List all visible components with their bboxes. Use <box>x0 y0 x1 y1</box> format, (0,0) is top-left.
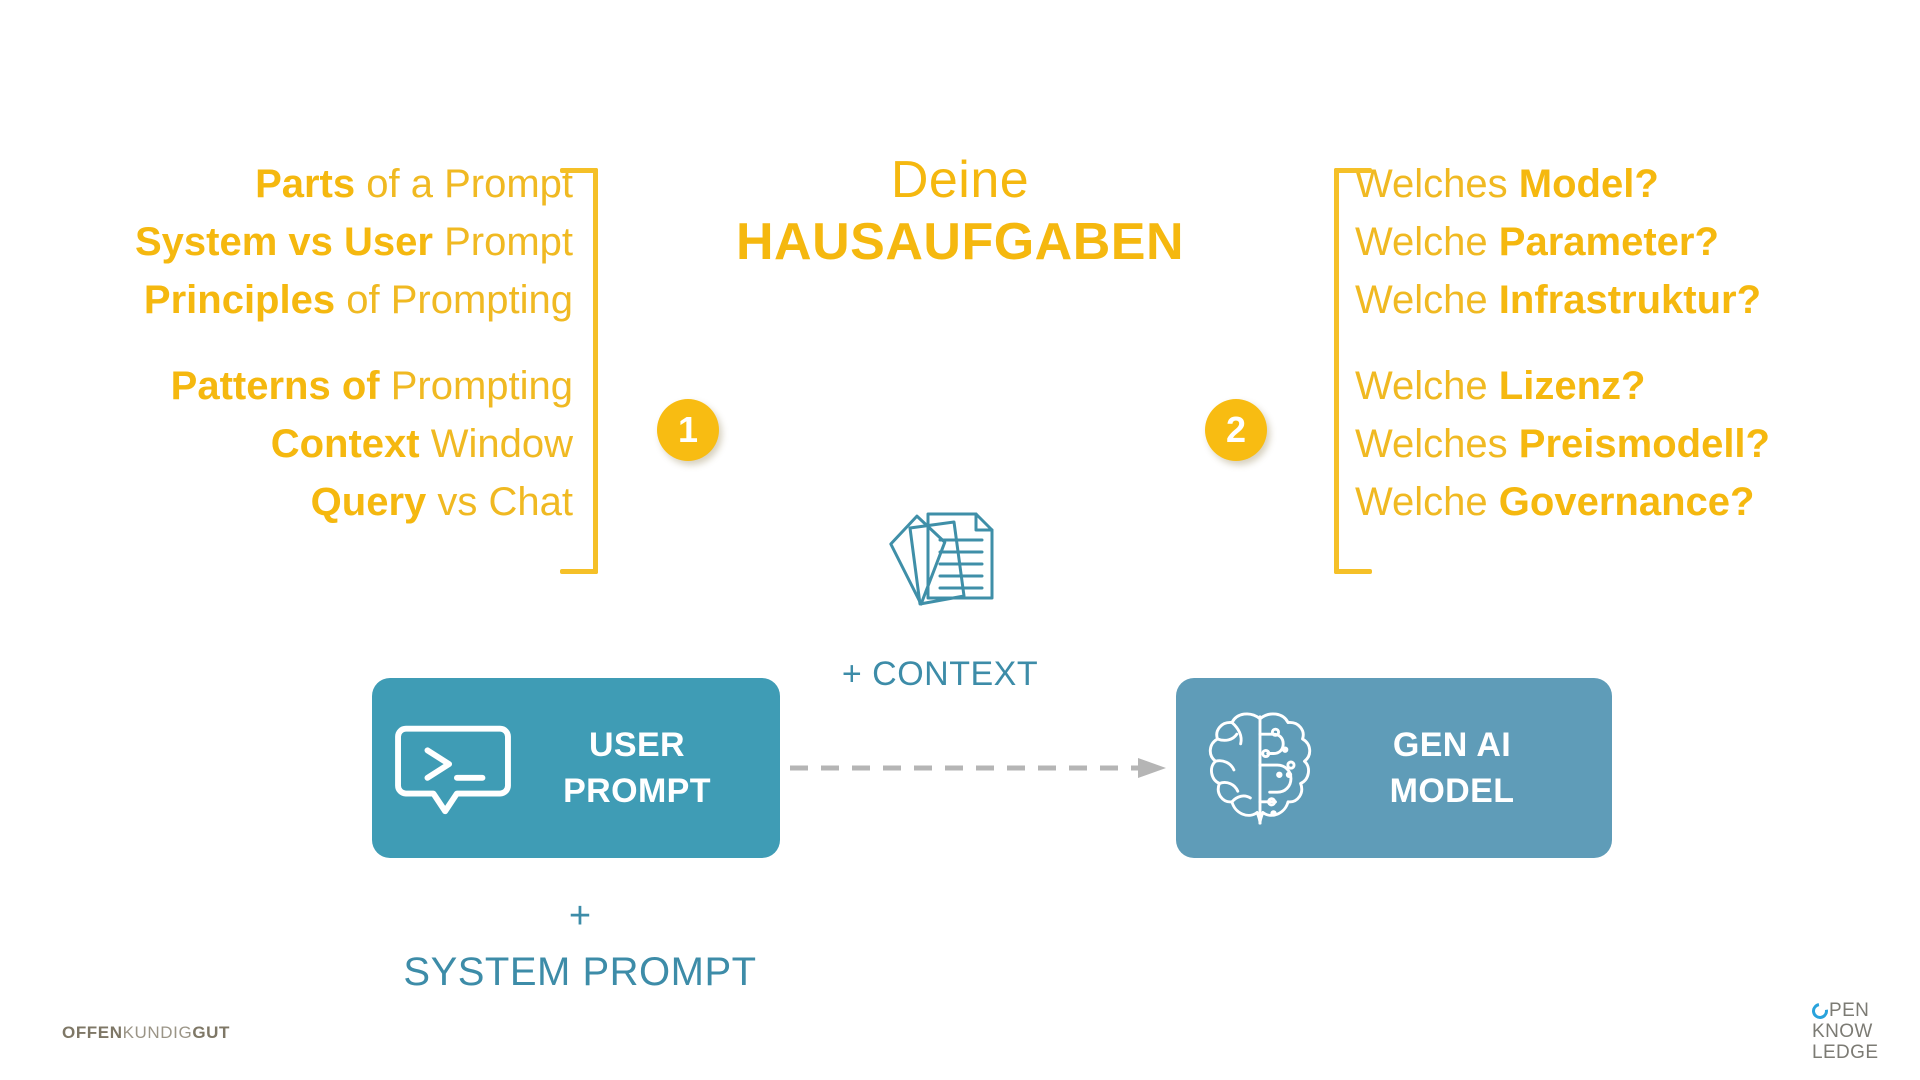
item-rest-part: of a Prompt <box>355 162 573 206</box>
item-bold-part: Parts <box>255 162 356 206</box>
list-item: Welche Infrastruktur? <box>1355 271 1915 329</box>
list-item: Query vs Chat <box>0 473 573 531</box>
logo-text-pen: PEN <box>1829 1000 1870 1021</box>
openknowledge-logo: PEN KNOW LEDGE <box>1808 999 1908 1063</box>
item-bold-part: Context <box>270 422 420 466</box>
item-rest-part: Prompting <box>379 364 573 408</box>
plus-sign: + <box>568 895 592 937</box>
logo-part-kundig: KUNDIG <box>122 1023 193 1042</box>
item-bold-part: Query <box>310 480 427 524</box>
bracket-arm-top <box>560 168 598 173</box>
item-rest-part: Prompt <box>432 220 573 264</box>
list-gap <box>0 329 573 357</box>
item-rest-part: vs Chat <box>426 480 573 524</box>
logo-row-open: PEN <box>1808 999 1908 1022</box>
item-bold-part: Infrastruktur? <box>1498 278 1762 322</box>
bracket-arm-bottom <box>1334 569 1372 574</box>
list-item: Patterns of Prompting <box>0 357 573 415</box>
list-gap <box>1355 329 1915 357</box>
dashed-arrow-right-icon <box>790 757 1170 779</box>
list-item: System vs User Prompt <box>0 213 573 271</box>
step-badge-1: 1 <box>657 399 719 461</box>
bracket-arm-top <box>1334 168 1372 173</box>
right-group-bracket <box>1334 168 1376 574</box>
step-badge-2: 2 <box>1205 399 1267 461</box>
page-title-line2: HAUSAUFGABEN <box>736 213 1184 271</box>
item-bold-part: Principles <box>143 278 336 322</box>
offenkundiggut-logo: OFFENKUNDIGGUT <box>62 1023 230 1043</box>
gen-ai-model-label-line1: GEN AI <box>1392 726 1512 764</box>
list-item: Welche Lizenz? <box>1355 357 1915 415</box>
logo-part-gut: GUT <box>192 1023 231 1042</box>
item-rest-part: Welche <box>1355 480 1499 524</box>
item-rest-part: Welches <box>1355 422 1519 466</box>
terminal-prompt-icon <box>394 715 512 821</box>
item-rest-part: Welche <box>1355 364 1499 408</box>
logo-part-offen: OFFEN <box>62 1023 123 1042</box>
item-bold-part: System vs User <box>134 220 433 264</box>
item-bold-part: Governance? <box>1498 480 1755 524</box>
item-rest-part: Welche <box>1355 220 1499 264</box>
list-item: Principles of Prompting <box>0 271 573 329</box>
item-bold-part: Patterns of <box>170 364 380 408</box>
page-title-line1: Deine <box>890 151 1030 209</box>
left-group-bracket <box>556 168 598 574</box>
user-prompt-label-line2: PROMPT <box>563 772 711 810</box>
list-item: Welches Model? <box>1355 155 1915 213</box>
list-item: Welche Governance? <box>1355 473 1915 531</box>
left-topic-list: Parts of a Prompt System vs User Prompt … <box>0 155 595 531</box>
bracket-stem <box>1334 168 1339 574</box>
bracket-stem <box>593 168 598 574</box>
list-item: Parts of a Prompt <box>0 155 573 213</box>
right-topic-list: Welches Model? Welche Parameter? Welche … <box>1355 155 1915 531</box>
user-prompt-box[interactable]: USER PROMPT <box>372 678 780 858</box>
item-bold-part: Lizenz? <box>1498 364 1646 408</box>
user-prompt-label: USER PROMPT <box>512 722 762 814</box>
logo-text-ledge: LEDGE <box>1812 1042 1879 1063</box>
item-rest-part: of Prompting <box>335 278 573 322</box>
gen-ai-model-label: GEN AI MODEL <box>1318 722 1586 814</box>
system-prompt-label: SYSTEM PROMPT <box>403 950 757 994</box>
user-prompt-label-line1: USER <box>588 726 686 764</box>
documents-stack-icon <box>880 500 1010 620</box>
item-bold-part: Preismodell? <box>1518 422 1770 466</box>
item-bold-part: Model? <box>1518 162 1659 206</box>
bracket-arm-bottom <box>560 569 598 574</box>
item-rest-part: Welche <box>1355 278 1499 322</box>
gen-ai-model-box[interactable]: GEN AI MODEL <box>1176 678 1612 858</box>
logo-text-know: KNOW <box>1812 1021 1873 1042</box>
brain-ai-icon <box>1202 705 1318 831</box>
gen-ai-model-label-line2: MODEL <box>1389 772 1515 810</box>
item-bold-part: Parameter? <box>1498 220 1719 264</box>
item-rest-part: Window <box>419 422 573 466</box>
item-rest-part: Welches <box>1355 162 1519 206</box>
context-label: + CONTEXT <box>841 655 1039 693</box>
list-item: Context Window <box>0 415 573 473</box>
open-circle-mark-icon <box>1808 999 1832 1022</box>
list-item: Welches Preismodell? <box>1355 415 1915 473</box>
list-item: Welche Parameter? <box>1355 213 1915 271</box>
